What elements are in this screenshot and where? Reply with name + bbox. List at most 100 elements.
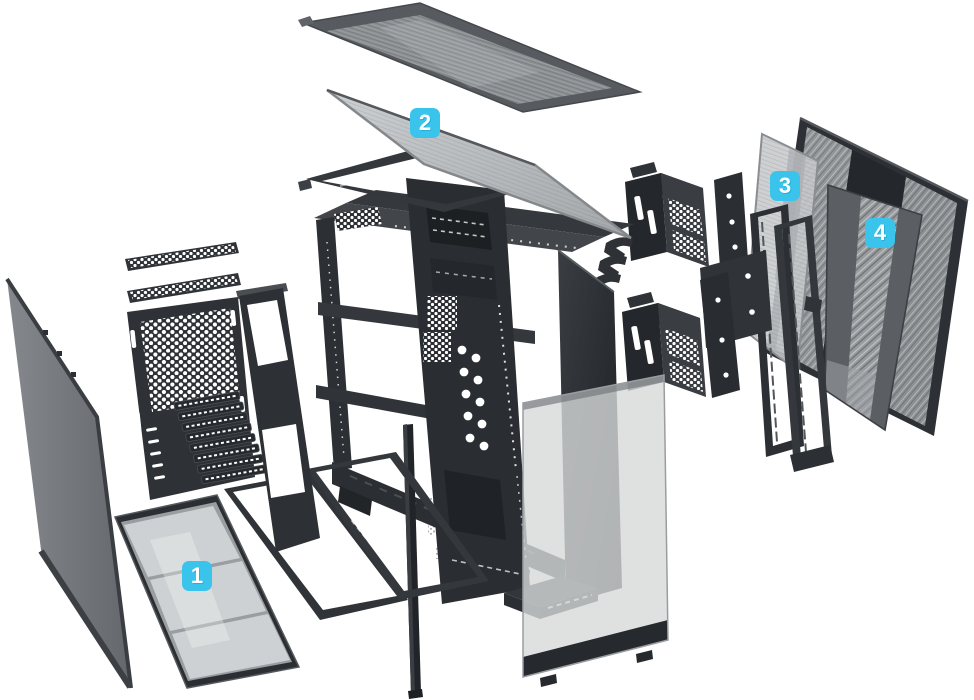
column-vent-patch [427,296,457,330]
tray-honeycomb-field [140,308,240,412]
plate-hole [732,244,738,250]
column-bottom-slots [451,559,521,575]
support-column-highlight [403,424,415,694]
top-mesh-panel [298,2,643,113]
bottom-dust-filter [113,494,301,689]
vent-strip-1-holes [128,244,236,268]
left-vent-strips [125,242,241,303]
badge-1-box [182,561,212,591]
front-glass-top-edge [523,375,664,410]
column-recess-mid [430,258,497,300]
badge-2-shadow: 2 [420,111,432,136]
callout-badge-2: 2 2 [410,108,440,138]
hdd-cage-side-vent [665,328,700,366]
hdd-cage-front-slot [647,209,657,235]
plate-hole [726,193,732,199]
front-glass-foot [540,674,557,687]
hdd-cage-side-vent [672,230,706,262]
recess-slots [432,229,488,238]
hdd-cage-side-vent [669,360,703,392]
front-glass-foot [636,650,653,663]
chassis-roof-vent [334,207,382,231]
bracket-frame-a [750,204,804,457]
bracket-frame-tab [804,296,822,314]
top-frame-tab [298,179,312,191]
left-glass-bottom-rim [38,549,133,689]
column-vent-patch [423,332,451,362]
hdd-cage-front-slot [644,339,654,365]
top-mesh-sheen [380,20,540,88]
bottom-filter-segment-2 [150,561,266,631]
hdd-cage-tab [630,162,657,178]
top-mesh-tab [298,16,314,27]
badge-3-box [770,171,800,201]
tray-io-slots [146,427,166,480]
hdd-cage-lower [622,292,706,397]
plate-hole [749,309,755,315]
callout-badge-3: 3 3 [770,171,800,201]
left-glass-panel [5,277,133,689]
chassis-front-left-pillar [316,217,352,471]
hdd-cage-front [622,303,664,391]
tray-slot [135,411,142,430]
recess-slots [431,217,487,226]
plate-hole [729,219,735,225]
pillar-screw-holes [326,241,345,459]
top-mesh-texture [327,15,612,104]
support-column [403,424,423,699]
mounting-plate-lower [700,272,740,398]
left-glass-clip [71,372,76,377]
top-bracket-frame-ring [306,148,557,212]
bottom-filter-segment-1 [124,506,240,577]
badge-3-number: 3 [779,173,791,198]
hdd-cage-front [625,173,667,261]
badge-4-box [865,218,895,248]
bracket-frame-foot [790,445,834,472]
side-bracket-panel [236,283,320,552]
right-wall-top-edge [557,249,615,293]
badge-2-number: 2 [419,110,431,135]
side-mesh-panel [824,183,923,432]
bottom-frame-b-vents [350,519,410,591]
badge-1-shadow: 1 [192,564,204,589]
column-recess-lower [444,470,506,540]
recess-slots [435,271,493,280]
bracket-frame-slots-b [788,233,807,453]
top-mesh-outline [300,2,643,113]
tray-slot [230,309,237,326]
plate-hole [715,297,721,303]
top-bracket-frame [298,148,557,212]
tray-slot [130,329,137,348]
mounting-plates [700,172,772,398]
front-glass-bottom-band [523,620,668,677]
side-bracket-opening-upper [247,300,288,366]
hdd-cage-front-slot [631,325,641,351]
left-glass-rim [5,277,133,689]
callout-badges: 1 1 2 2 3 3 4 4 [182,108,895,591]
bracket-frame-b [774,215,832,468]
badge-1-number: 1 [191,563,203,588]
badge-4-shadow: 4 [875,221,888,246]
plate-hole [723,372,729,378]
front-glass-panel [522,374,669,687]
hdd-cage-upper [625,162,709,267]
plate-hole [719,337,725,343]
bottom-frame-b [307,452,489,600]
left-glass-clip [43,330,48,335]
chassis-foot [338,486,372,516]
badge-4-number: 4 [874,220,887,245]
callout-badge-4: 4 4 [865,218,895,248]
front-glass-body [523,375,668,677]
mesh-panel-bottom-sheen [825,360,876,420]
callout-badge-1: 1 1 [182,561,212,591]
side-bracket-opening-lower [262,424,305,498]
vent-strip-2-holes [130,275,238,300]
cable-grommet-holes [457,345,489,451]
hdd-cage-tab [627,292,654,308]
support-column-foot [408,689,423,699]
plate-hole [745,273,751,279]
pci-slot-covers [173,391,268,485]
column-recess-top [426,205,492,250]
left-glass-clip [57,351,62,356]
